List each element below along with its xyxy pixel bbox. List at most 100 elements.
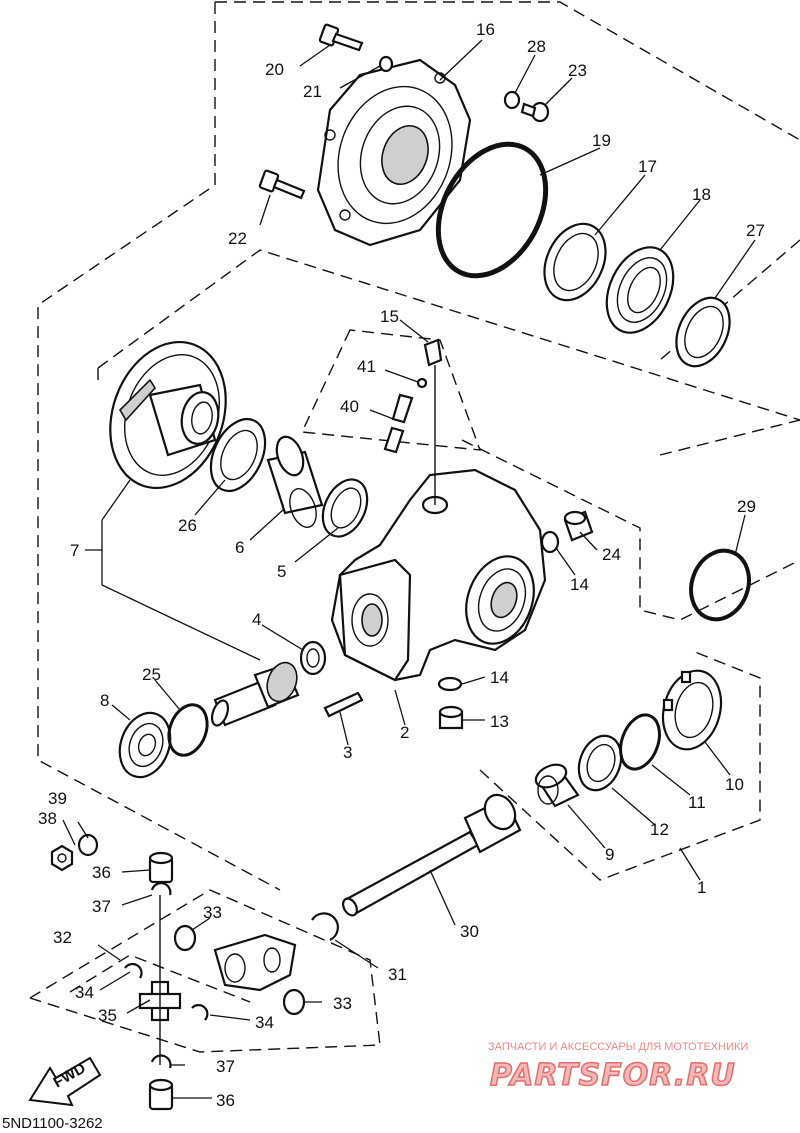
watermark: ЗАПЧАСТИ И АКСЕССУАРЫ ДЛЯ МОТОТЕХНИКИ PA…: [488, 1041, 748, 1094]
callout-18: 18: [692, 185, 711, 204]
o-ring-25: [167, 703, 209, 757]
group-boundary-joint-inner: [69, 954, 251, 1003]
bearing-cup-33-lower: [282, 988, 306, 1016]
callout-27: 27: [746, 221, 765, 240]
callout-34-left: 34: [75, 983, 94, 1002]
washer-21: [378, 55, 394, 73]
callout-15: 15: [380, 307, 399, 326]
group-boundary-joint: [29, 889, 381, 1053]
circlip-34-right: [191, 1004, 209, 1021]
circlip-37-lower: [150, 1054, 172, 1069]
callout-28: 28: [527, 37, 546, 56]
callout-31: 31: [388, 965, 407, 984]
circlip-34-left: [124, 962, 143, 979]
callout-7: 7: [70, 541, 79, 560]
callout-41: 41: [357, 357, 376, 376]
bearing-4: [299, 640, 327, 676]
o-ring-19: [435, 141, 549, 279]
group-boundary-housing: [461, 439, 800, 621]
o-ring-11: [619, 713, 661, 771]
callout-14-upper: 14: [570, 575, 589, 594]
seal-5: [321, 478, 369, 538]
drive-shaft-30: [342, 793, 522, 917]
callout-5: 5: [277, 562, 286, 581]
callout-16: 16: [476, 20, 495, 39]
callout-2: 2: [400, 723, 409, 742]
callout-6: 6: [235, 538, 244, 557]
shim-27: [675, 296, 731, 368]
callout-9: 9: [605, 845, 614, 864]
callout-20: 20: [265, 60, 284, 79]
circlip-31: [311, 912, 339, 941]
clip-41: [416, 377, 428, 389]
callout-11: 11: [688, 793, 706, 812]
drain-plug-13: [438, 705, 464, 730]
callout-39: 39: [48, 789, 67, 808]
callout-21: 21: [303, 82, 322, 101]
callout-33-lower: 33: [333, 994, 352, 1013]
washer-28: [503, 90, 521, 110]
bearing-26: [209, 417, 267, 493]
bearing-8: [118, 711, 172, 779]
bolt-22: [258, 169, 306, 200]
shim-17: [543, 222, 607, 302]
callout-8: 8: [100, 691, 109, 710]
bolt-20: [318, 23, 364, 52]
bolt-23: [520, 101, 550, 123]
bushing-9: [534, 763, 580, 808]
callout-12: 12: [650, 820, 669, 839]
callout-17: 17: [638, 157, 657, 176]
pinion-shaft: [210, 661, 300, 727]
fwd-arrow-icon: FWD: [28, 1056, 102, 1107]
callout-36-lower: 36: [216, 1091, 235, 1110]
callout-24: 24: [602, 545, 621, 564]
group-boundary-pinion: [97, 249, 800, 456]
nut-38: [50, 844, 74, 872]
callout-29: 29: [737, 497, 756, 516]
ring-nut-10: [661, 669, 723, 751]
circlip-37-upper: [150, 882, 172, 896]
breather-15: [423, 338, 443, 505]
gear-case-cover: [316, 58, 472, 247]
bearing-12: [577, 734, 623, 792]
pinion-gear: [109, 340, 227, 490]
group-boundary-ring: [479, 649, 761, 881]
callout-36-upper: 36: [92, 863, 111, 882]
yoke-32: [213, 933, 297, 992]
group-boundary-cap: [300, 329, 482, 451]
bearing-cup-36-lower: [148, 1078, 174, 1111]
callout-37-upper: 37: [92, 897, 111, 916]
callout-34-right: 34: [255, 1013, 274, 1032]
bearing-cup-36-upper: [148, 851, 174, 884]
bearing-6: [266, 435, 324, 528]
plug-24: [563, 510, 594, 542]
bearing-cup-33-upper: [173, 924, 197, 952]
callout-40: 40: [340, 397, 359, 416]
callout-1: 1: [697, 878, 706, 897]
diagram-code: 5ND1100-3262: [2, 1115, 103, 1132]
callout-32: 32: [53, 928, 72, 947]
callout-35: 35: [98, 1006, 117, 1025]
washer-14-upper: [540, 530, 560, 554]
callout-numbers: 1 2 3 4 5 6 7 8 9 10 11 12 13 14 14 15 1…: [38, 20, 765, 1110]
callout-10: 10: [725, 775, 744, 794]
washer-39: [77, 833, 99, 857]
callout-4: 4: [252, 610, 261, 629]
callout-26: 26: [178, 516, 197, 535]
watermark-brand: PARTSFOR.RU: [490, 1058, 736, 1093]
callout-13: 13: [490, 712, 509, 731]
callout-23: 23: [568, 61, 587, 80]
washer-14-lower: [437, 676, 463, 692]
callout-19: 19: [592, 131, 611, 150]
callout-25: 25: [142, 665, 161, 684]
gear-case-housing: [330, 468, 547, 682]
callout-22: 22: [228, 229, 247, 248]
callout-38: 38: [38, 809, 57, 828]
pin-40: [383, 393, 414, 454]
callout-30: 30: [460, 922, 479, 941]
stud-3: [323, 691, 364, 718]
leader-lines: [62, 39, 756, 1099]
callout-3: 3: [343, 743, 352, 762]
